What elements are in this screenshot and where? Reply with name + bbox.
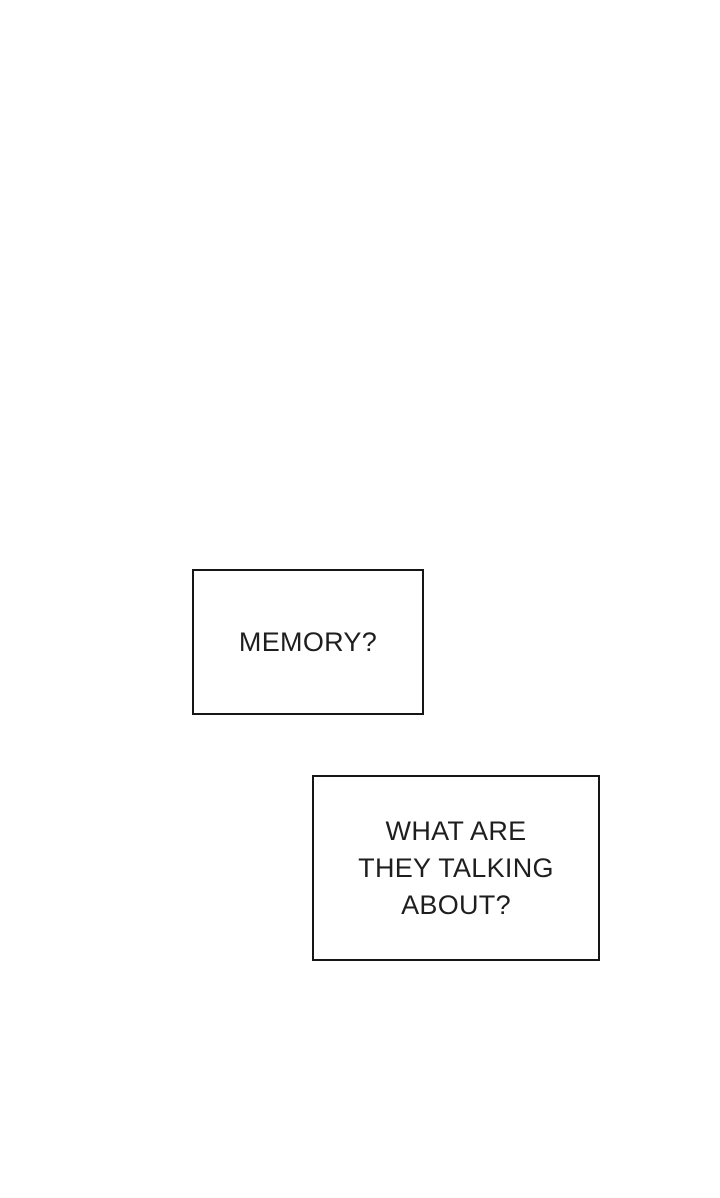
caption-box-memory: MEMORY?: [192, 569, 424, 715]
caption-line-2: THEY TALKING: [358, 852, 554, 883]
caption-line-1: WHAT ARE: [385, 815, 527, 846]
caption-text-memory: MEMORY?: [238, 626, 378, 657]
caption-line-3: ABOUT?: [401, 889, 511, 920]
caption-box-talking: WHAT ARE THEY TALKING ABOUT?: [312, 775, 600, 961]
caption-text-talking: WHAT ARE THEY TALKING ABOUT?: [358, 813, 554, 924]
